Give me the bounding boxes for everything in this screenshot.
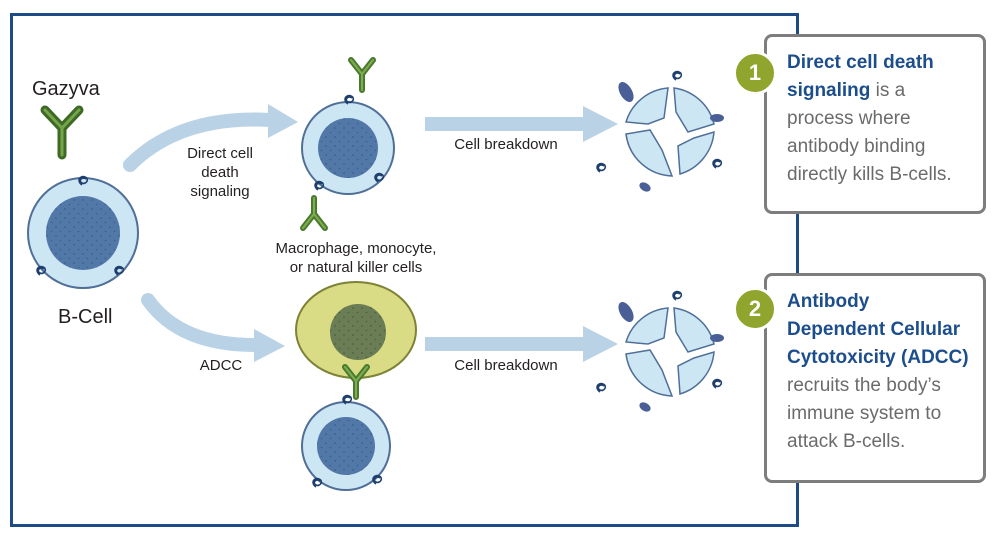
broken-cell-bottom-icon [596,290,724,412]
callout-2-text: recruits the body’s immune system to att… [787,375,942,452]
effector-cells-label: Macrophage, monocyte, or natural killer … [275,240,437,276]
breakdown-top-label: Cell breakdown [454,136,558,153]
broken-cell-top-icon [596,70,724,192]
arrow-direct-signaling [123,104,298,172]
b-cell-bound-icon [302,60,395,228]
callout-2-badge: 2 [733,287,777,331]
arrow-breakdown-bottom [425,326,618,362]
callout-2-highlight: Antibody Dependent Cellular Cytotoxicity… [787,291,969,368]
arrow-adcc [141,293,285,362]
effector-cell-icon [295,281,417,397]
b-cell-icon [27,175,139,289]
diagram-frame [10,13,799,527]
callout-1-text: is a process where antibody binding dire… [787,80,952,185]
gazyva-antibody-icon [40,105,84,160]
gazyva-label: Gazyva [32,78,100,100]
b-cell-target-icon [301,394,391,491]
adcc-label: ADCC [199,357,243,374]
callout-1-badge: 1 [733,51,777,95]
callout-1-highlight: Direct cell death signaling [787,52,934,101]
callout-direct-signaling: Direct cell death signaling is a process… [764,34,986,214]
callout-adcc: Antibody Dependent Cellular Cytotoxicity… [764,273,986,483]
direct-signaling-label: Direct cell death signaling [187,145,253,200]
breakdown-bottom-label: Cell breakdown [454,357,558,374]
b-cell-label: B-Cell [58,306,113,328]
arrow-breakdown-top [425,106,618,142]
